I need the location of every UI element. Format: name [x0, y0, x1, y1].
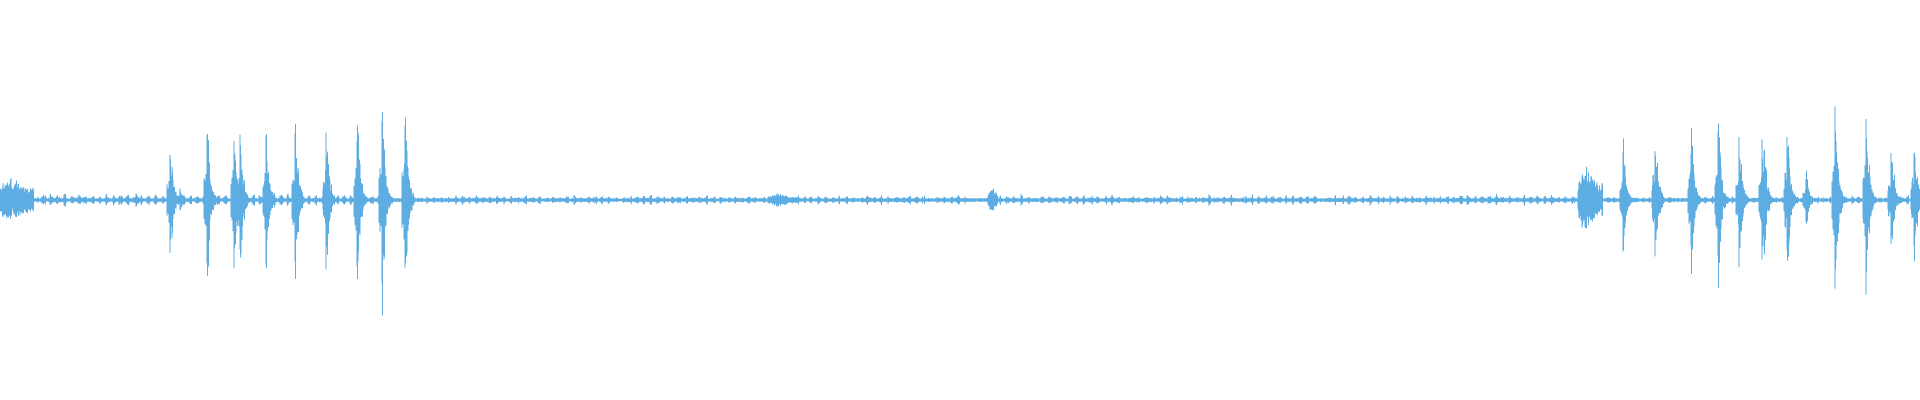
waveform-trace	[0, 106, 1920, 316]
